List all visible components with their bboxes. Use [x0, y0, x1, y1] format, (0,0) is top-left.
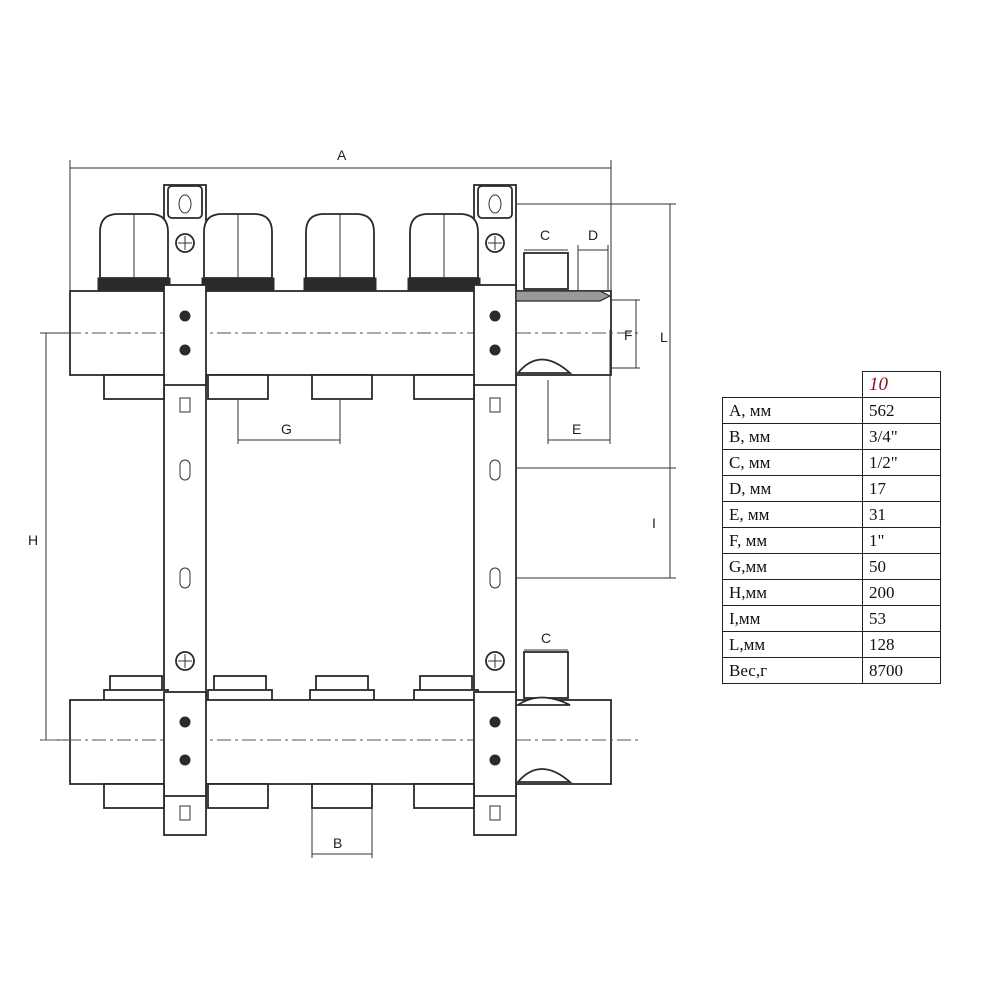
dimension-d: D [577, 227, 609, 290]
spec-row-label: C, мм [722, 449, 863, 476]
dimension-label-h: H [28, 532, 38, 548]
dimension-label-i: I [652, 515, 656, 531]
spec-table-model: 10 [862, 371, 941, 398]
valve-cap-1 [97, 213, 171, 291]
spec-table-header-blank [722, 371, 863, 398]
spec-row-label: A, мм [722, 397, 863, 424]
dimension-label-c-top: C [540, 227, 550, 243]
spec-row-value: 17 [862, 475, 941, 502]
spec-row-value: 8700 [862, 657, 941, 684]
spec-row-value: 1/2" [862, 449, 941, 476]
valve-cap-2 [201, 213, 275, 291]
dimension-c-top: C [524, 227, 568, 251]
spec-row-value: 128 [862, 631, 941, 658]
dimension-h: H [28, 332, 70, 741]
dimension-label-c-bottom: C [541, 630, 551, 646]
spec-row-label: I,мм [722, 605, 863, 632]
spec-table-header-row: 10 [722, 371, 941, 398]
dimension-g: G [237, 400, 341, 444]
dimension-label-e: E [572, 421, 581, 437]
dimension-label-f: F [624, 327, 633, 343]
spec-row-label: L,мм [722, 631, 863, 658]
valve-cap-4 [407, 213, 481, 291]
spec-row-value: 53 [862, 605, 941, 632]
spec-row-label: F, мм [722, 527, 863, 554]
spec-row-label: E, мм [722, 501, 863, 528]
spec-row-label: G,мм [722, 553, 863, 580]
spec-row-value: 31 [862, 501, 941, 528]
dimension-label-g: G [281, 421, 292, 437]
spec-row-label: D, мм [722, 475, 863, 502]
dimension-label-b: B [333, 835, 342, 851]
dimension-l: L [516, 203, 676, 468]
spec-row-label: B, мм [722, 423, 863, 450]
spec-row-label: H,мм [722, 579, 863, 606]
dimension-label-l: L [660, 329, 668, 345]
dimension-c-bottom: C [524, 630, 568, 651]
dimension-b: B [311, 808, 373, 858]
dimension-e: E [547, 330, 611, 444]
spec-row-value: 3/4" [862, 423, 941, 450]
bottom-manifold [42, 651, 640, 809]
valve-cap-3 [303, 213, 377, 291]
spec-row-value: 200 [862, 579, 941, 606]
dimension-f: F [612, 299, 640, 369]
spec-row-value: 1" [862, 527, 941, 554]
dimension-label-d: D [588, 227, 598, 243]
spec-row-value: 50 [862, 553, 941, 580]
top-manifold [42, 213, 640, 400]
spec-row-label: Вес,г [722, 657, 863, 684]
dimension-label-a: A [337, 147, 347, 163]
spec-row-value: 562 [862, 397, 941, 424]
dimension-i: I [516, 467, 676, 579]
